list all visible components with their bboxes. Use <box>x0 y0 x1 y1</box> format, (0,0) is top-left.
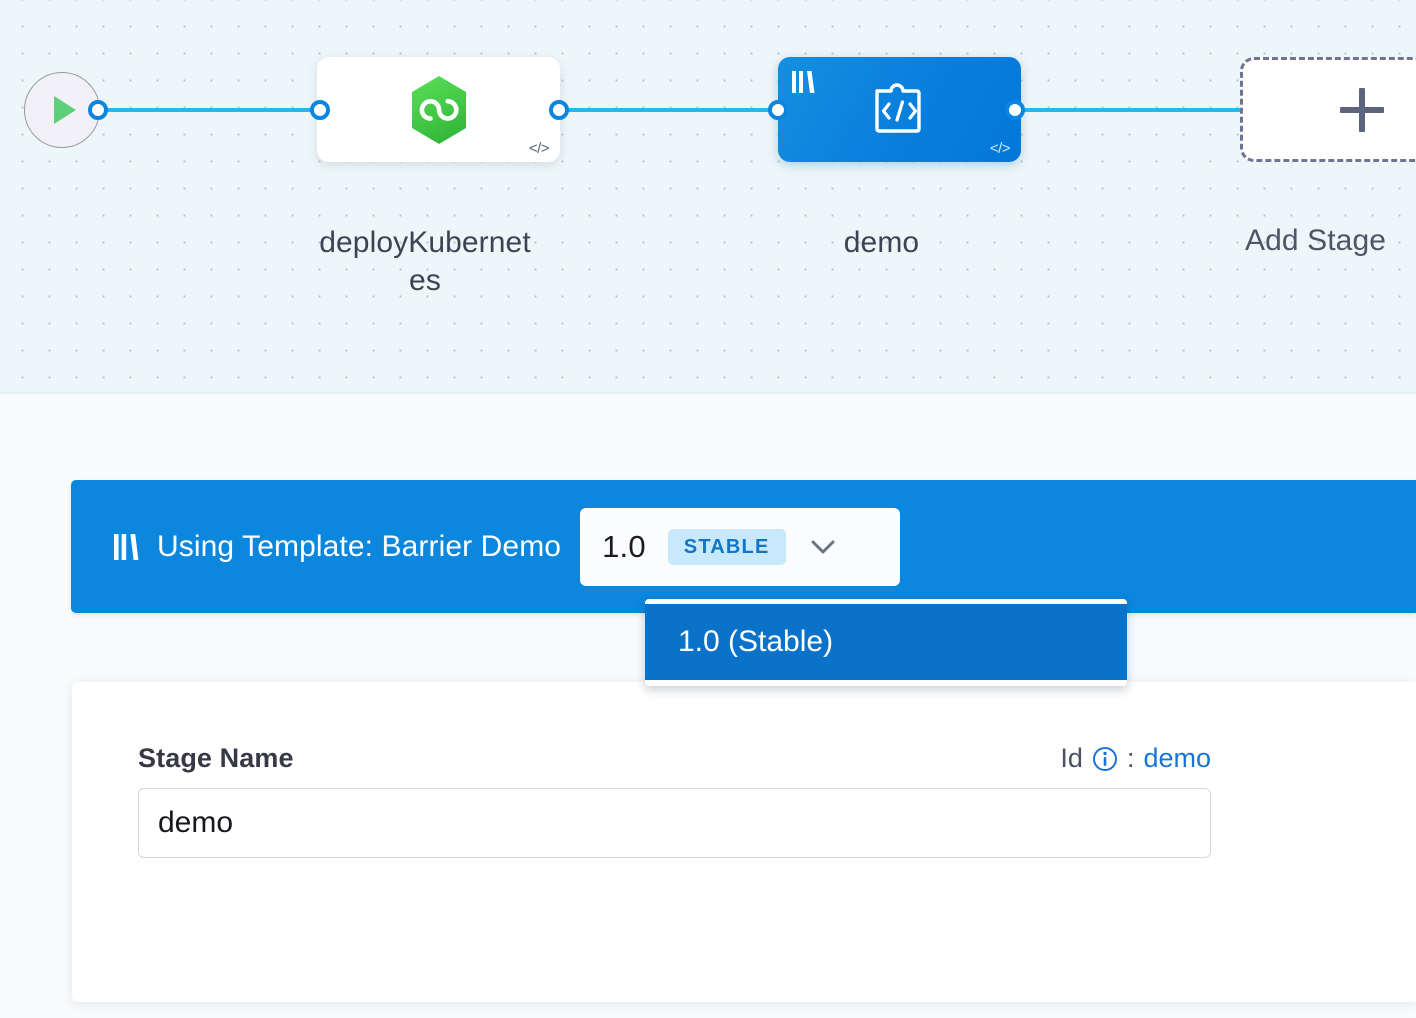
plus-icon <box>1339 87 1384 132</box>
stage-details-card: Stage Name Id : demo <box>72 682 1416 1002</box>
stage-config-panel: Using Template: Barrier Demo 1.0 STABLE … <box>0 394 1416 1018</box>
add-stage-label: Add Stage <box>1245 224 1387 257</box>
stage-name-label: Stage Name <box>138 743 294 773</box>
stage-label-line-2: es <box>409 263 441 297</box>
stage-id-separator: : <box>1126 743 1135 773</box>
using-template-banner: Using Template: Barrier Demo 1.0 STABLE <box>71 480 1416 613</box>
connector-dot-start[interactable] <box>88 100 108 120</box>
stage-name-input[interactable] <box>138 788 1211 858</box>
stage-id-value: demo <box>1143 743 1211 773</box>
connector-dot-demo-left[interactable] <box>768 100 788 120</box>
connector-line-deploy-to-demo <box>548 108 788 112</box>
template-library-icon <box>791 69 815 100</box>
stage-node-demo[interactable]: </> <box>778 57 1021 162</box>
stage-id-row: Id : demo <box>1060 743 1211 774</box>
using-template-text: Using Template: Barrier Demo <box>157 529 562 563</box>
version-stable-badge: STABLE <box>667 528 786 565</box>
connector-dot-demo-right[interactable] <box>1005 100 1025 120</box>
stage-label-line-1: deployKubernet <box>319 226 531 259</box>
connector-line-demo-to-add <box>1006 108 1252 112</box>
code-icon[interactable]: </> <box>528 140 550 157</box>
connector-dot-deploy-left[interactable] <box>310 100 330 120</box>
play-icon <box>54 96 76 124</box>
pipeline-canvas[interactable]: </> </> <box>0 0 1416 394</box>
stage-label-deploy-kubernetes: deployKubernet es <box>280 224 570 299</box>
add-stage-node[interactable] <box>1240 57 1416 162</box>
stage-node-deploy-kubernetes[interactable]: </> <box>317 57 560 162</box>
stage-name-field-header: Stage Name Id : demo <box>138 743 1211 774</box>
template-version-value: 1.0 <box>602 528 646 564</box>
stage-name-field-block: Stage Name Id : demo <box>138 743 1211 858</box>
connector-dot-deploy-right[interactable] <box>549 100 569 120</box>
pipeline-start-node[interactable] <box>24 72 100 148</box>
dropdown-option-1-0-stable[interactable]: 1.0 (Stable) <box>645 604 1127 680</box>
template-version-dropdown[interactable]: 1.0 (Stable) <box>645 599 1127 686</box>
stage-id-label: Id <box>1060 743 1083 773</box>
chevron-down-icon[interactable] <box>808 537 838 557</box>
stage-label-demo: demo <box>843 226 920 259</box>
info-circle-icon[interactable] <box>1092 746 1118 772</box>
puzzle-code-icon <box>778 57 1021 162</box>
template-version-select[interactable]: 1.0 STABLE <box>580 507 901 586</box>
code-icon[interactable]: </> <box>989 140 1011 157</box>
template-library-icon <box>113 532 139 562</box>
connector-line-start-to-deploy <box>96 108 328 112</box>
harness-cd-hexagon-icon <box>317 57 560 162</box>
